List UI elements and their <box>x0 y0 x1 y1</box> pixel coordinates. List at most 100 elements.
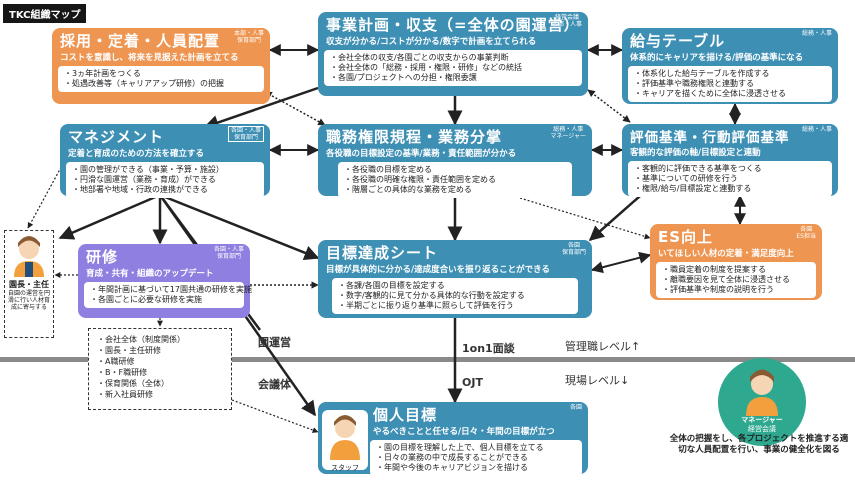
box-salary-table: 給与テーブル 総務・人事 体系的にキャリアを描ける/評価の基準になる ・体系化し… <box>622 28 838 104</box>
box-subtitle: いてほしい人材の定着・満足度向上 <box>658 249 794 259</box>
list-item: ・評価基準や制度の説明を行う <box>662 285 774 294</box>
list-item: ・園の目標を理解した上で、個人目標を立てる <box>376 443 544 452</box>
box-tag: 経営会議 本部・人事 <box>551 14 582 28</box>
box-tag: 各園・人事 保育部門 <box>213 246 244 260</box>
box-job-authority: 職務権限規程・業務分掌 総務・人事 マネージャー 各役職の目標設定の基準/業務・… <box>318 124 592 198</box>
box-tag: 総務・人事 <box>801 30 832 37</box>
label-enunei: 園運営 <box>258 336 291 349</box>
list-item: ・3ヵ年計画をつくる <box>64 69 141 78</box>
list-item: ・離職要因を見て全体に浸透させる <box>662 275 790 284</box>
box-evaluation: 評価基準・行動評価基準 総務・人事 客観的な評価の軸/目標設定と連動 ・客観的に… <box>622 124 838 197</box>
manager-description: 全体の把握をし、各プロジェクトを推進する適切な人員配置を行い、事業の健全化を図る <box>669 434 849 455</box>
list-item: ・数字/客観的に見て分かる具体的な行動を設定する <box>338 291 525 300</box>
box-tag: 各園 ES担当 <box>796 226 816 240</box>
box-title: 研修 <box>86 248 119 266</box>
list-item: ・各園/プロジェクトへの分担・権限委譲 <box>330 73 477 82</box>
training-list: ・会社全体（制度関係） ・園長・主任研修 ・A職研修 ・B・F職研修 ・保育関係… <box>88 328 232 410</box>
label-kaigitai: 会議体 <box>258 378 291 391</box>
arrow-management-person <box>58 193 161 240</box>
list-item: ・会社全体の「総務・採用・権限・研修」などの統括 <box>330 63 522 72</box>
box-subtitle: 定着と育成のための方法を確立する <box>68 149 205 159</box>
training-list-item: ・B・F職研修 <box>97 368 148 377</box>
list-item: ・円滑な園運営（業務・育成）ができる <box>72 175 216 184</box>
list-item: ・キャリアを描くために全体に浸透させる <box>634 89 786 98</box>
box-title: 目標達成シート <box>326 244 439 262</box>
box-title: 個人目標 <box>373 406 438 424</box>
list-item: ・各課/各園の目標を設定する <box>338 281 445 290</box>
box-title: マネジメント <box>68 128 165 146</box>
page-title: TKC組織マップ <box>3 4 87 23</box>
box-tag: 総務・人事 <box>801 126 832 133</box>
box-management: マネジメント 各園・人事 保育部門 定着と育成のための方法を確立する ・園の管理… <box>60 124 270 198</box>
box-title: 事業計画・収支（=全体の園運営） <box>326 16 580 34</box>
list-item: ・客観的に評価できる基準をつくる <box>634 164 762 173</box>
arrow-es-mokuhyo <box>590 251 652 274</box>
list-item: ・基準についての研修を行う <box>634 174 738 183</box>
training-list-item: ・保育関係（全体） <box>97 379 169 388</box>
arrow-shokumu-es <box>519 197 651 240</box>
box-subtitle: 目標が具体的に分かる/達成度合いを振り返ることができる <box>326 265 550 275</box>
box-subtitle: 収支が分かる/コストが分かる/数字で計画を立てられる <box>326 37 537 47</box>
box-title: 評価基準・行動評価基準 <box>630 130 790 146</box>
list-item: ・各役職の目標を定める <box>344 165 432 174</box>
arrow-management-person-dotted <box>27 159 66 229</box>
box-title: 採用・定着・人員配置 <box>60 32 221 50</box>
training-list-item: ・A職研修 <box>97 357 135 366</box>
arrow-management-mokuhyo <box>159 193 320 260</box>
list-item: ・権限/給与/目標設定と連動する <box>634 184 752 193</box>
arrow-list-kojin <box>231 399 319 433</box>
box-tag: 本部・人事 保育部門 <box>233 30 264 44</box>
principal-title: 園長・主任 <box>9 280 49 289</box>
box-subtitle: 各役職の目標設定の基準/業務・責任範囲が分かる <box>326 149 517 159</box>
box-subtitle: 育成・共有・組織のアップデート <box>86 269 214 279</box>
list-item: ・体系化した給与テーブルを作成する <box>634 69 770 78</box>
box-subtitle: 客観的な評価の軸/目標設定と連動 <box>630 148 761 158</box>
box-tag: 各園 保育部門 <box>561 242 586 256</box>
box-es-improvement: ES向上 各園 ES担当 いてほしい人材の定着・満足度向上 ・職員定着の制度を提… <box>650 224 822 300</box>
list-item: ・半期ごとに振り返り基準に照らして評価を行う <box>338 301 514 310</box>
training-list-item: ・会社全体（制度関係） <box>97 335 185 344</box>
list-item: ・日々の業務の中で成長することができる <box>376 453 528 462</box>
label-field-level: 現場レベル↓ <box>565 374 630 387</box>
principal-desc: 自園の運営を円滑に行い人材育成に寄与する <box>7 290 50 311</box>
staff-avatar: スタッフ <box>322 410 368 472</box>
manager-title: マネージャー <box>741 416 783 424</box>
principal-person-icon <box>14 236 44 277</box>
box-subtitle: コストを意識し、将来を見据えた計画を立てる <box>60 53 239 63</box>
staff-person-icon <box>330 415 360 460</box>
label-manager-level: 管理職レベル↑ <box>565 340 641 353</box>
level-divider <box>0 357 855 362</box>
list-item: ・年間や今後のキャリアビジョンを描ける <box>376 463 528 472</box>
box-business-plan: 事業計画・収支（=全体の園運営） 経営会議 本部・人事 収支が分かる/コストが分… <box>318 12 588 96</box>
box-goal-sheet: 目標達成シート 各園 保育部門 目標が具体的に分かる/達成度合いを振り返ることが… <box>318 240 592 318</box>
box-subtitle: やるべきことと任せる/日々・年間の目標が立つ <box>373 427 555 437</box>
list-item: ・職員定着の制度を提案する <box>662 265 766 274</box>
list-item: ・階層ごとの具体的な業務を定める <box>344 185 472 194</box>
arrow-saiyo-shokumu <box>264 91 326 126</box>
manager-circle: マネージャー 経営会議 <box>718 358 806 446</box>
list-item: ・会社全体の収支/各園ごとの収支からの事業判断 <box>330 53 509 62</box>
list-item: ・各園ごとに必要な研修を実施 <box>90 295 202 304</box>
list-item: ・年間計画に基づいて17園共通の研修を実施 <box>90 285 252 294</box>
box-tag: 各園・人事 保育部門 <box>227 126 264 142</box>
principal-card: 園長・主任 自園の運営を円滑に行い人材育成に寄与する <box>4 230 54 338</box>
box-title: 給与テーブル <box>630 32 726 50</box>
box-tag: 総務・人事 マネージャー <box>550 126 586 140</box>
box-title: ES向上 <box>658 228 714 246</box>
box-tag: 各園 <box>569 404 582 411</box>
label-ojt: OJT <box>462 376 483 389</box>
list-item: ・地部署や地域・行政の連携ができる <box>72 185 208 194</box>
arrow-center-hyoka <box>587 89 631 123</box>
manager-sub: 経営会議 <box>748 425 776 433</box>
manager-person-icon <box>746 369 778 416</box>
box-subtitle: 体系的にキャリアを描ける/評価の基準になる <box>630 53 804 63</box>
label-1on1: 1on1面談 <box>462 342 515 355</box>
list-item: ・園の管理ができる（事業・予算・施設） <box>72 165 224 174</box>
training-list-item: ・新入社員研修 <box>97 390 153 399</box>
box-recruitment: 採用・定着・人員配置 本部・人事 保育部門 コストを意識し、将来を見据えた計画を… <box>52 28 270 104</box>
box-title: 職務権限規程・業務分掌 <box>326 128 503 146</box>
list-item: ・各役職の明確な権限・責任範囲を定める <box>344 175 496 184</box>
list-item: ・評価基準や職務権限と連動する <box>634 79 754 88</box>
staff-label: スタッフ <box>331 464 359 472</box>
